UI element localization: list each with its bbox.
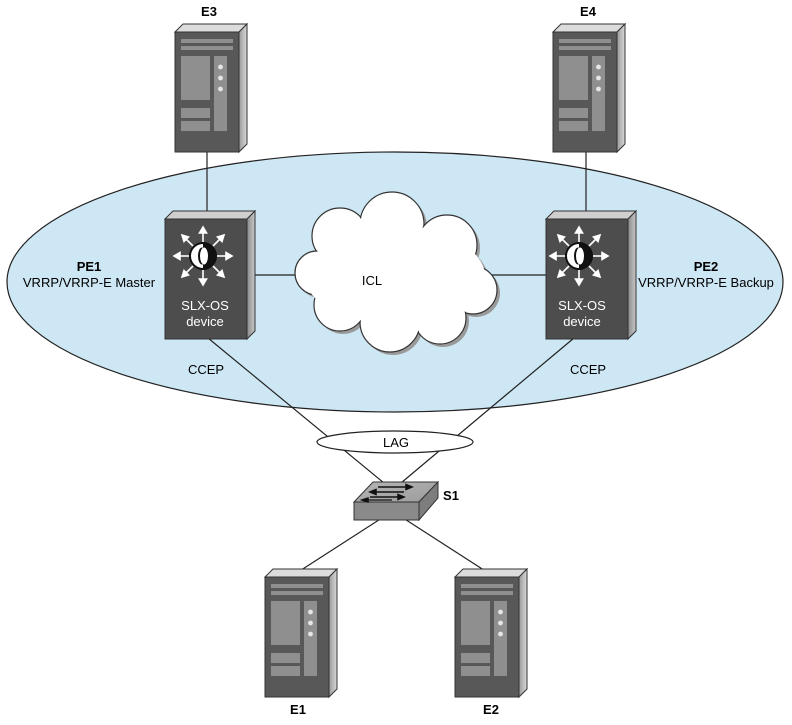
switch-s1-label: S1	[443, 488, 459, 503]
link-s1-e2	[399, 515, 491, 575]
pe1-device-label-line2: device	[186, 314, 224, 329]
link-s1-e1	[294, 515, 386, 575]
pe2-device-label-line2: device	[563, 314, 601, 329]
server-e2	[454, 568, 528, 698]
server-e1-label: E1	[290, 702, 306, 717]
server-e3	[174, 23, 248, 153]
lag-ellipse	[316, 430, 474, 454]
server-e1	[264, 568, 338, 698]
server-e4	[552, 23, 626, 153]
icl-cloud	[294, 191, 500, 355]
link-pe2-s1	[394, 337, 575, 489]
pe2-router-icon	[549, 226, 609, 286]
ccep-left-label: CCEP	[188, 362, 224, 377]
pe2-name: PE2	[694, 259, 719, 274]
links	[206, 152, 587, 575]
icl-label: ICL	[362, 273, 382, 288]
pe1-device-label-line1: SLX-OS	[181, 298, 229, 313]
pe1-router-icon	[173, 226, 233, 286]
pe1-name: PE1	[77, 259, 102, 274]
server-e3-label: E3	[201, 4, 217, 19]
lag-label: LAG	[383, 435, 409, 450]
server-e4-label: E4	[580, 4, 597, 19]
pe2-role: VRRP/VRRP-E Backup	[638, 275, 774, 290]
switch-s1	[352, 480, 440, 522]
pe2-device-label-line1: SLX-OS	[558, 298, 606, 313]
server-e2-label: E2	[483, 702, 499, 717]
link-pe1-s1	[207, 337, 391, 489]
ccep-right-label: CCEP	[570, 362, 606, 377]
pe1-role: VRRP/VRRP-E Master	[23, 275, 156, 290]
switch-arrows-icon	[359, 483, 414, 504]
